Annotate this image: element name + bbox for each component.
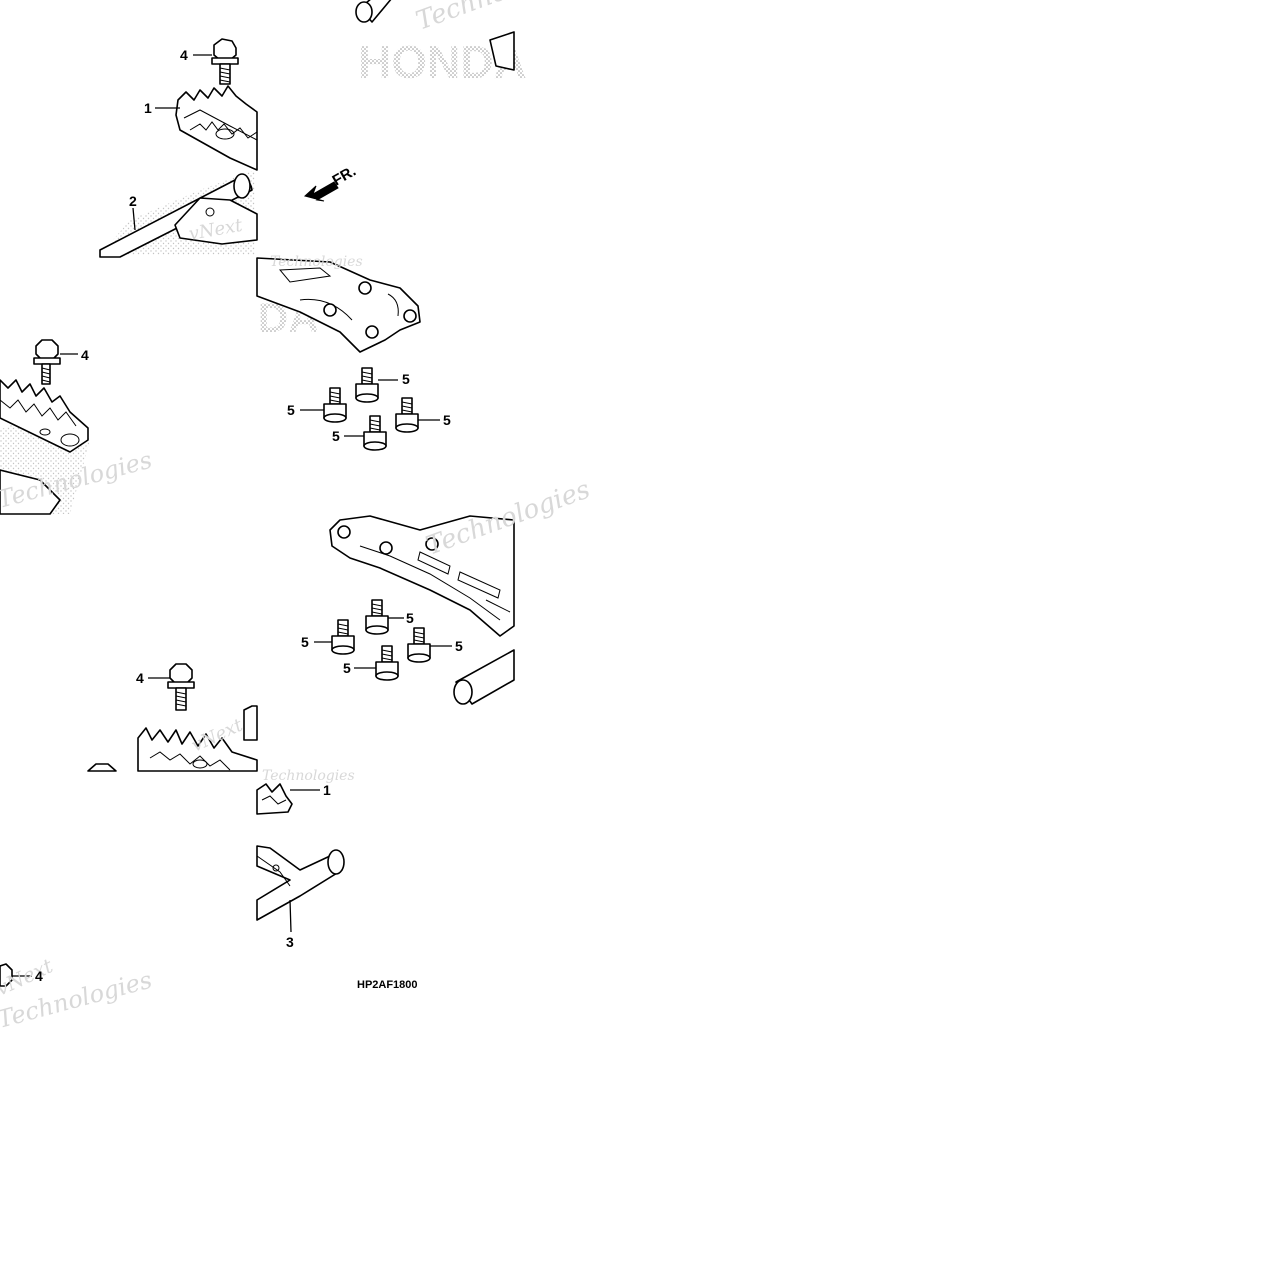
tile-low-left <box>87 663 258 772</box>
tile-low-right <box>314 515 515 705</box>
tile-mid-left <box>0 339 90 515</box>
flange-bolt-edge-low <box>243 705 258 741</box>
frame-tube-end-top <box>355 0 392 23</box>
step-bracket-edge-bottom <box>256 783 293 815</box>
step-bracket-1-mid <box>0 379 89 453</box>
diagram-code: HP2AF1800 <box>357 979 418 991</box>
flange-bolt-4-low <box>167 663 195 711</box>
front-direction-arrow: FR. <box>303 163 359 202</box>
cross-bracket-mid <box>256 257 421 353</box>
callout-label: 1 <box>323 782 331 798</box>
cross-bracket-low <box>329 515 515 637</box>
callout-label: 4 <box>81 347 89 363</box>
callout-label: 5 <box>443 412 451 428</box>
callout-label: 2 <box>129 193 137 209</box>
callout-label: 5 <box>402 371 410 387</box>
svg-text:Technologies: Technologies <box>270 254 363 270</box>
callout-label: 4 <box>136 670 144 686</box>
callout-label: 4 <box>180 47 188 63</box>
flange-bolt-5-g <box>407 627 431 663</box>
frame-tube-2 <box>99 173 258 258</box>
frame-tube-low-right <box>453 649 515 705</box>
flange-bolt-5-b <box>323 387 347 423</box>
flange-bolt-5-e <box>365 599 389 635</box>
callout-labels: 4 1 2 4 5 5 5 5 5 5 5 5 4 1 3 4 <box>35 47 463 984</box>
flange-bolt-5-c <box>395 397 419 433</box>
flange-bolt-5-d <box>363 415 387 451</box>
tile-bottom-right <box>256 783 345 933</box>
flange-bolt-4-mid <box>33 339 61 385</box>
callout-label: 5 <box>455 638 463 654</box>
flange-bolt-5-f <box>331 619 355 655</box>
tile-bottom-left <box>0 963 32 987</box>
callout-label: 4 <box>35 968 43 984</box>
flange-bolt-5-h <box>375 645 399 681</box>
tile-top-right: HONDA FR. <box>303 0 527 202</box>
frame-tube-3 <box>256 845 345 921</box>
step-bracket-1-top <box>175 85 258 171</box>
callout-label: 5 <box>343 660 351 676</box>
tile-mid-right: DA <box>256 257 440 451</box>
tile-top-left <box>99 38 258 258</box>
step-bracket-1-low <box>137 727 258 772</box>
callout-label: 5 <box>406 610 414 626</box>
callout-label: 1 <box>144 100 152 116</box>
flange-bolt-5-a <box>355 367 379 403</box>
callout-label: 3 <box>286 934 294 950</box>
callout-label: 5 <box>332 428 340 444</box>
callout-label: 5 <box>287 402 295 418</box>
svg-text:Technologies: Technologies <box>412 0 584 37</box>
flange-bolt-4-bottom <box>0 963 13 987</box>
svg-text:Technologies: Technologies <box>262 768 355 784</box>
flange-bolt-4-top <box>211 38 239 85</box>
callout-label: 5 <box>301 634 309 650</box>
